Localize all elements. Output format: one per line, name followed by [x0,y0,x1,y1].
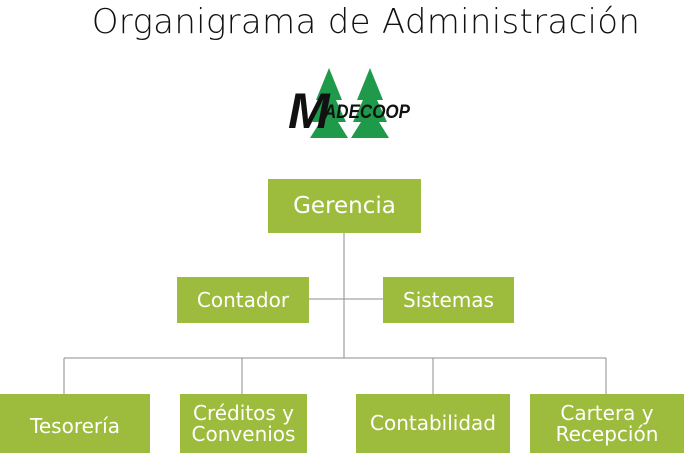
node-contador-label: Contador [196,287,290,312]
node-tesoreria-label: Tesorería [30,414,120,438]
madecoop-logo: M ADECOOP [284,66,414,138]
node-sistemas: Sistemas [383,277,514,323]
node-cartera-line2: Recepción [555,421,659,446]
node-gerencia-label: Gerencia [293,192,396,219]
logo-initial: M [288,83,331,138]
node-tesoreria: Tesorería [0,394,150,453]
node-contabilidad: Contabilidad [356,394,510,453]
node-sistemas-label: Sistemas [403,287,494,312]
node-contador: Contador [177,277,309,323]
page-title: Organigrama de Administración [91,2,641,42]
node-creditos-line2: Convenios [191,421,296,446]
node-creditos-convenios: Créditos y Convenios [180,394,307,453]
node-cartera-line1: Cartera y [560,400,654,425]
node-gerencia: Gerencia [268,179,421,233]
node-contabilidad-label: Contabilidad [370,411,496,435]
tree-icon [351,68,389,138]
logo-graphic: M ADECOOP [288,68,410,138]
logo-wordmark: ADECOOP [323,102,410,123]
tree-icon [310,68,348,138]
node-cartera-recepcion: Cartera y Recepción [530,394,684,453]
node-creditos-line1: Créditos y [193,400,294,425]
